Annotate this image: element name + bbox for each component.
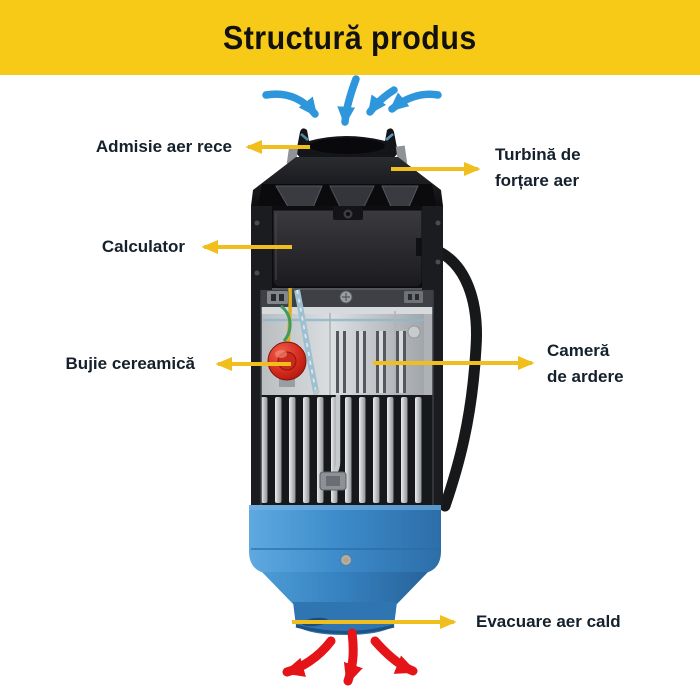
cold-air-arrow-icon xyxy=(337,75,360,127)
cold-air-arrow-icon xyxy=(366,86,398,116)
cold-air-arrows-icon xyxy=(262,75,442,127)
title-banner: Structură produs xyxy=(0,0,700,75)
cutaway-frame xyxy=(251,206,443,505)
label-camera-de-ardere: Cameră de ardere xyxy=(547,338,624,390)
mounting-bracket xyxy=(260,288,437,307)
label-admisie-aer-rece: Admisie aer rece xyxy=(95,137,232,156)
glow-plug xyxy=(267,341,307,387)
label-evacuare-aer-cald: Evacuare aer cald xyxy=(476,612,621,631)
outlet-pipe xyxy=(262,572,428,635)
heater-body xyxy=(249,128,482,635)
label-line: de ardere xyxy=(547,367,624,386)
hot-air-arrows-icon xyxy=(282,628,418,686)
power-cable xyxy=(424,242,482,512)
label-line: forțare aer xyxy=(495,171,580,190)
cold-air-arrow-icon xyxy=(388,90,442,113)
label-bujie-ceramica: Bujie cereamică xyxy=(65,354,195,373)
blue-base xyxy=(249,505,441,574)
callout-arrows xyxy=(201,139,535,630)
hot-air-arrow-icon xyxy=(370,636,418,676)
heat-exchanger-fins xyxy=(256,395,434,505)
hot-air-arrow-icon xyxy=(282,636,336,677)
green-wire xyxy=(279,304,292,342)
label-turbina-fortare-aer: Turbină de forțare aer xyxy=(495,142,581,194)
page-title: Structură produs xyxy=(223,18,477,56)
hot-air-arrow-icon xyxy=(343,628,363,686)
label-line: Turbină de xyxy=(495,145,581,164)
label-calculator: Calculator xyxy=(101,237,185,256)
label-line: Cameră xyxy=(547,341,610,360)
fan-blades xyxy=(258,184,436,212)
cold-air-arrow-icon xyxy=(262,90,319,118)
ecu-box xyxy=(272,206,426,288)
